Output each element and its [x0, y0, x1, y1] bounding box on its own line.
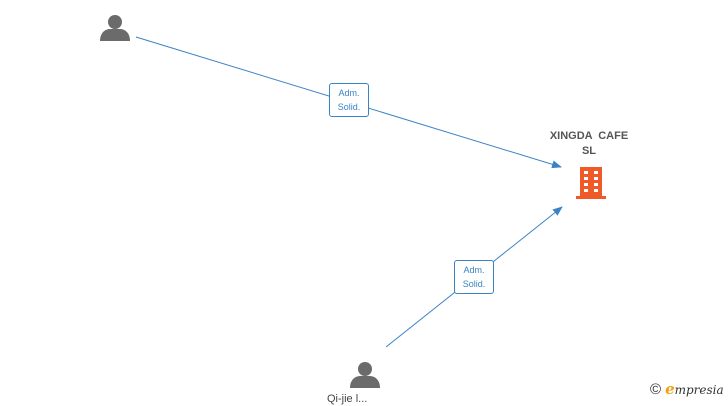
brand-logo-text: mpresia [674, 383, 724, 397]
brand-watermark: ©empresia [650, 380, 724, 398]
relation-label-line-2: Solid. [337, 102, 361, 112]
relation-label-line-1: Adm. [338, 88, 360, 98]
copyright-icon: © [650, 381, 662, 398]
person-icon[interactable] [100, 15, 130, 41]
building-icon[interactable] [576, 167, 606, 199]
company-name[interactable]: XINGDA CAFE SL [549, 130, 629, 157]
brand-logo-initial: e [665, 380, 675, 398]
relation-label[interactable]: Adm. Solid. [454, 260, 494, 294]
relation-label-line-2: Solid. [462, 279, 486, 289]
relation-label-line-1: Adm. [463, 265, 485, 275]
relation-label[interactable]: Adm. Solid. [329, 83, 369, 117]
person-icon[interactable] [350, 362, 380, 388]
